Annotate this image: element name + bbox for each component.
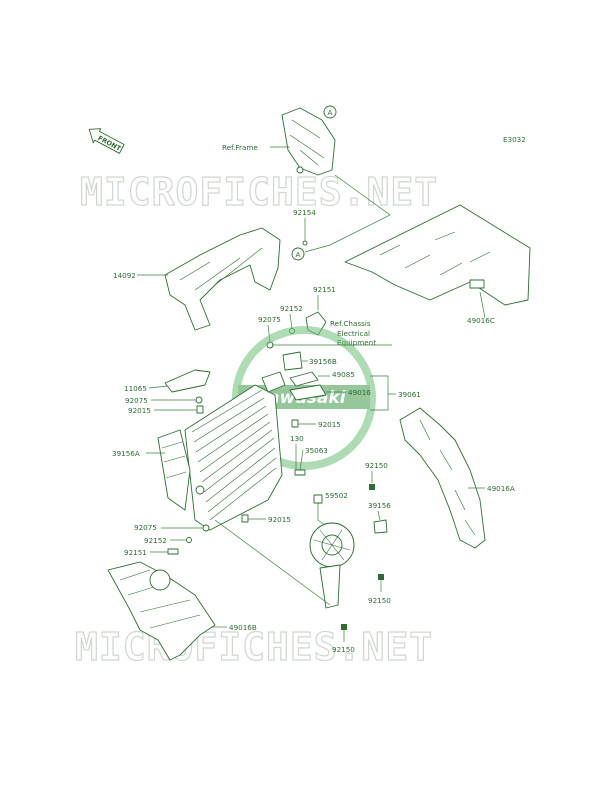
label-39156: 39156 — [368, 501, 391, 510]
cover-49016C — [344, 204, 531, 306]
marker-a-top-text: A — [328, 108, 333, 117]
radiator — [184, 371, 286, 531]
label-92015-mid: 92015 — [128, 406, 151, 415]
label-92150-b: 92150 — [368, 596, 391, 605]
label-49016: 49016 — [348, 388, 371, 397]
label-49016B: 49016B — [229, 623, 257, 632]
label-92150-a: 92150 — [365, 461, 388, 470]
label-ref-chassis: Ref.Chassis — [330, 319, 371, 328]
label-11065: 11065 — [124, 384, 147, 393]
label-59502: 59502 — [325, 491, 348, 500]
label-130: 130 — [290, 434, 304, 443]
label-electrical: Electrical — [337, 329, 370, 338]
label-92075-mid: 92075 — [125, 396, 148, 405]
label-92075-top: 92075 — [258, 315, 281, 324]
diagram-code: E3032 — [503, 135, 526, 144]
watermark-bottom: MICROFICHES.NET — [75, 625, 433, 669]
label-49016C: 49016C — [467, 316, 495, 325]
marker-a-top — [323, 105, 337, 119]
cover-49016A — [399, 407, 486, 549]
label-92154: 92154 — [293, 208, 316, 217]
label-92015-right: 92015 — [318, 420, 341, 429]
label-92152-top: 92152 — [280, 304, 303, 313]
label-equipment: Equipment — [337, 338, 376, 347]
label-49085: 49085 — [332, 370, 355, 379]
label-14092: 14092 — [113, 271, 136, 280]
label-39156A: 39156A — [112, 449, 140, 458]
shroud-14092: A — [164, 227, 305, 331]
label-92152-low: 92152 — [144, 536, 167, 545]
label-92075-low: 92075 — [134, 523, 157, 532]
label-ref-frame: Ref.Frame — [222, 143, 258, 152]
front-arrow-icon: FRONT — [88, 128, 125, 154]
watermark-top: MICROFICHES.NET — [80, 170, 438, 214]
label-35063: 35063 — [305, 446, 328, 455]
label-92015-low: 92015 — [268, 515, 291, 524]
fan-59502 — [309, 494, 355, 609]
label-92150-c: 92150 — [332, 645, 355, 654]
cover-49016B — [107, 561, 216, 661]
label-39061: 39061 — [398, 390, 421, 399]
label-49016A: 49016A — [487, 484, 515, 493]
cover-39156A — [157, 429, 191, 511]
frame-part: A — [281, 105, 337, 176]
label-92151-low: 92151 — [124, 548, 147, 557]
marker-a-mid-text: A — [296, 250, 301, 259]
label-92151-top: 92151 — [313, 285, 336, 294]
label-39156B: 39156B — [309, 357, 337, 366]
